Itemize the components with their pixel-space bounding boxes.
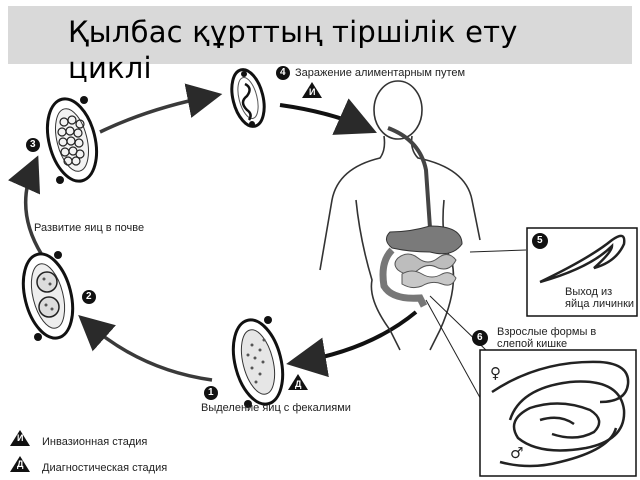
arrow-egg3-to-egg4 [99, 83, 223, 134]
egg-stage-1 [231, 316, 285, 408]
arrow-egg4-to-human [279, 98, 377, 135]
adult-worms [491, 360, 630, 468]
stage-4-invasive-marker [302, 82, 322, 98]
stage-3-number: 3 [30, 139, 36, 150]
legend-diagnostic-label: Диагностическая стадия [42, 462, 168, 474]
stage-4-badge [276, 66, 290, 80]
stage-4-label: Заражение алиментарным путем [295, 67, 466, 79]
arrow-egg2-to-egg3 [8, 155, 44, 256]
egg-stage-2 [21, 251, 75, 341]
egg-stage-4 [230, 68, 266, 128]
stage-1-marker-letter: Д [295, 379, 302, 389]
legend-diagnostic-letter: Д [17, 459, 24, 469]
legend-invasive-letter: И [17, 433, 24, 443]
legend-markers [10, 430, 30, 472]
egg-stage-3 [45, 96, 99, 184]
stage-5-badge [532, 233, 548, 249]
stage-2-number: 2 [86, 291, 92, 302]
stage-4-number: 4 [280, 67, 286, 78]
female-symbol: ♀ [490, 364, 501, 382]
page-title: Қылбас құрттың тіршілік ету циклі [68, 15, 518, 85]
stage-1-diagnostic-marker [288, 374, 308, 390]
stage-5-number: 5 [537, 235, 543, 246]
stage-1-label: Выделение яиц с фекалиями [201, 402, 351, 414]
arrow-label-soil-development: Развитие яиц в почве [34, 222, 145, 234]
stage-4-marker-letter: И [309, 87, 316, 97]
digestive-tract [379, 126, 463, 308]
stage-1-number: 1 [208, 387, 214, 398]
stage-1-badge [204, 386, 218, 400]
arrow-human-to-egg1 [286, 310, 418, 378]
stage-3-badge [26, 138, 40, 152]
inset-adults-box [479, 349, 637, 477]
arrow-egg1-to-egg2 [78, 315, 213, 382]
stage-6-number: 6 [477, 332, 483, 343]
stage-6-label: Взрослые формы в слепой кишке [497, 326, 597, 350]
legend-invasive-label: Инвазионная стадия [42, 436, 148, 448]
stage-5-label: Выход из яйца личинки [565, 286, 635, 310]
stage-6-badge [472, 330, 488, 346]
larva [539, 234, 626, 284]
stage-2-badge [82, 290, 96, 304]
title-banner [8, 6, 632, 64]
male-symbol: ♂ [510, 444, 524, 462]
